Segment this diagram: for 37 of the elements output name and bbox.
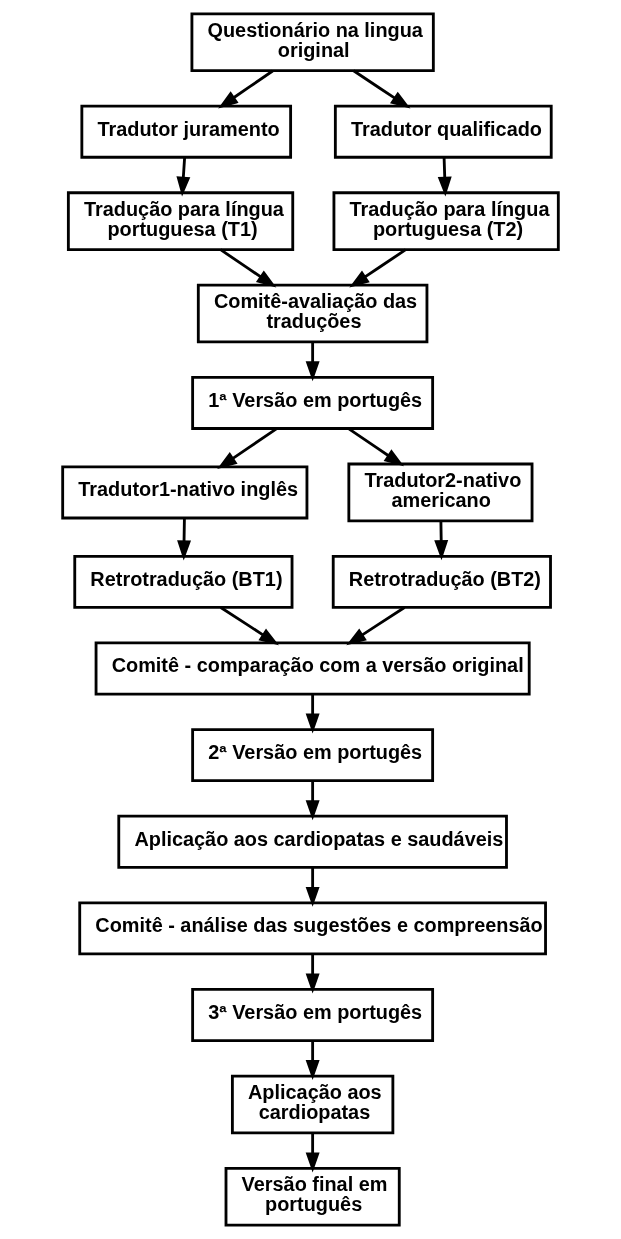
node-box: Comitê - comparação com a versão original	[94, 641, 531, 696]
arrow	[305, 1041, 320, 1080]
arrow	[349, 248, 407, 288]
node-box: Versão final em português	[224, 1166, 401, 1227]
node-box: Retrotradução (BT2)	[331, 554, 552, 609]
arrow	[217, 427, 278, 470]
arrow	[348, 427, 405, 467]
node-box: 1ª Versão em portugês	[191, 375, 435, 430]
node-box: Aplicação aos cardiopatas	[230, 1074, 395, 1135]
arrow	[176, 157, 191, 197]
arrow	[177, 518, 191, 561]
arrow	[219, 248, 277, 288]
node-box: Tradutor juramento	[80, 104, 293, 159]
arrow	[434, 521, 449, 561]
arrow	[305, 342, 320, 382]
node-box: Questionário na lingua original	[190, 12, 435, 73]
node-box: Tradução para língua portuguesa (T2)	[332, 191, 560, 251]
node-box: Comitê - análise das sugestões e compreensão	[78, 901, 547, 956]
node-box: Tradução para língua portuguesa (T1)	[66, 191, 295, 251]
arrow	[437, 157, 452, 197]
node-box: Tradutor1-nativo inglês	[61, 465, 309, 520]
node-box: Aplicação aos cardiopatas e saudáveis	[117, 814, 508, 869]
node-box: Tradutor qualificado	[333, 104, 553, 159]
arrow	[218, 69, 274, 109]
node-box: Tradutor2-nativo americano	[347, 462, 534, 523]
node-box: Retrotradução (BT1)	[73, 554, 294, 609]
arrow	[220, 606, 279, 646]
arrow	[305, 867, 320, 907]
arrow	[305, 780, 320, 821]
node-box: Comitê-avaliação das traduções	[196, 283, 429, 344]
arrow	[305, 1133, 320, 1173]
arrow	[305, 694, 320, 734]
arrow	[305, 954, 320, 994]
node-box: 3ª Versão em portugês	[191, 988, 435, 1042]
arrow	[346, 606, 406, 646]
node-box: 2ª Versão em portugês	[191, 728, 435, 783]
arrow	[352, 69, 411, 109]
